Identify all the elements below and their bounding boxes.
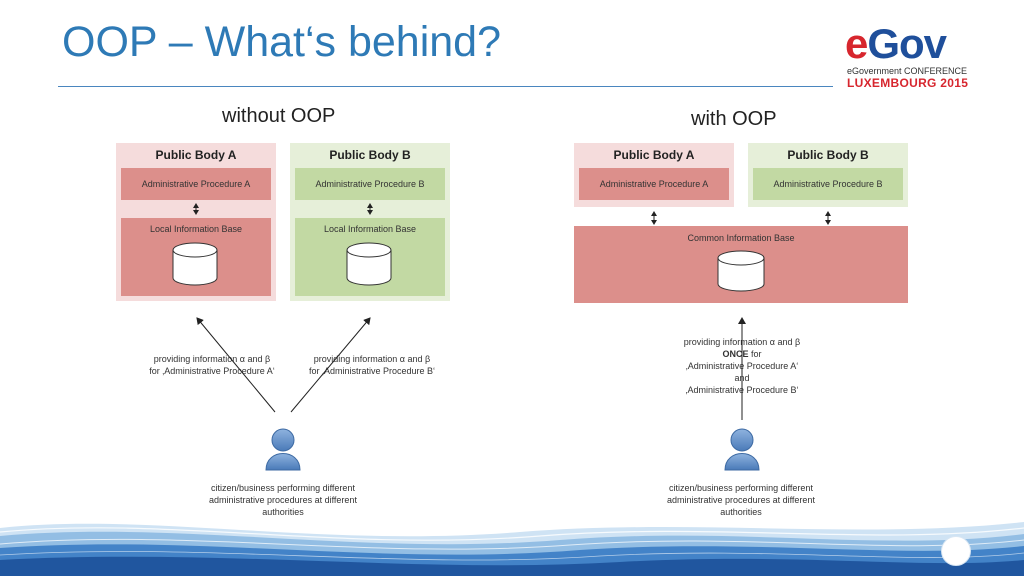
administrative-procedure-a: Administrative Procedure A (121, 168, 271, 200)
right-public-body-a: Public Body A Administrative Procedure A (574, 143, 734, 207)
database-icon (172, 242, 218, 286)
slide-number-circle (941, 536, 971, 566)
administrative-procedure-b: Administrative Procedure B (753, 168, 903, 200)
database-icon (717, 250, 765, 292)
info-base-label: Local Information Base (149, 224, 243, 234)
logo-subtitle: eGovernment CONFERENCE (847, 66, 968, 76)
slide-title: OOP – What‘s behind? (62, 18, 502, 66)
administrative-procedure-a: Administrative Procedure A (579, 168, 729, 200)
logo-wordmark: eGov (845, 20, 947, 67)
person-icon (265, 428, 301, 471)
person-icon (724, 428, 760, 471)
arrow-icon (196, 317, 276, 413)
right-public-body-b: Public Body B Administrative Procedure B (748, 143, 908, 207)
public-body-a-title: Public Body A (613, 148, 695, 162)
public-body-a-title: Public Body A (155, 148, 237, 162)
database-icon (346, 242, 392, 286)
decorative-waves (0, 522, 1024, 576)
public-body-b-title: Public Body B (787, 148, 869, 162)
title-divider (58, 86, 833, 87)
egov-logo: eGov eGovernment CONFERENCE LUXEMBOURG 2… (845, 22, 975, 92)
administrative-procedure-b: Administrative Procedure B (295, 168, 445, 200)
common-base-label: Common Information Base (687, 233, 795, 243)
public-body-b-title: Public Body B (329, 148, 411, 162)
logo-location: LUXEMBOURG 2015 (847, 76, 969, 90)
info-base-label: Local Information Base (323, 224, 417, 234)
arrow-icon (290, 317, 371, 413)
label-with-oop: with OOP (691, 108, 777, 130)
label-without-oop: without OOP (222, 105, 336, 127)
